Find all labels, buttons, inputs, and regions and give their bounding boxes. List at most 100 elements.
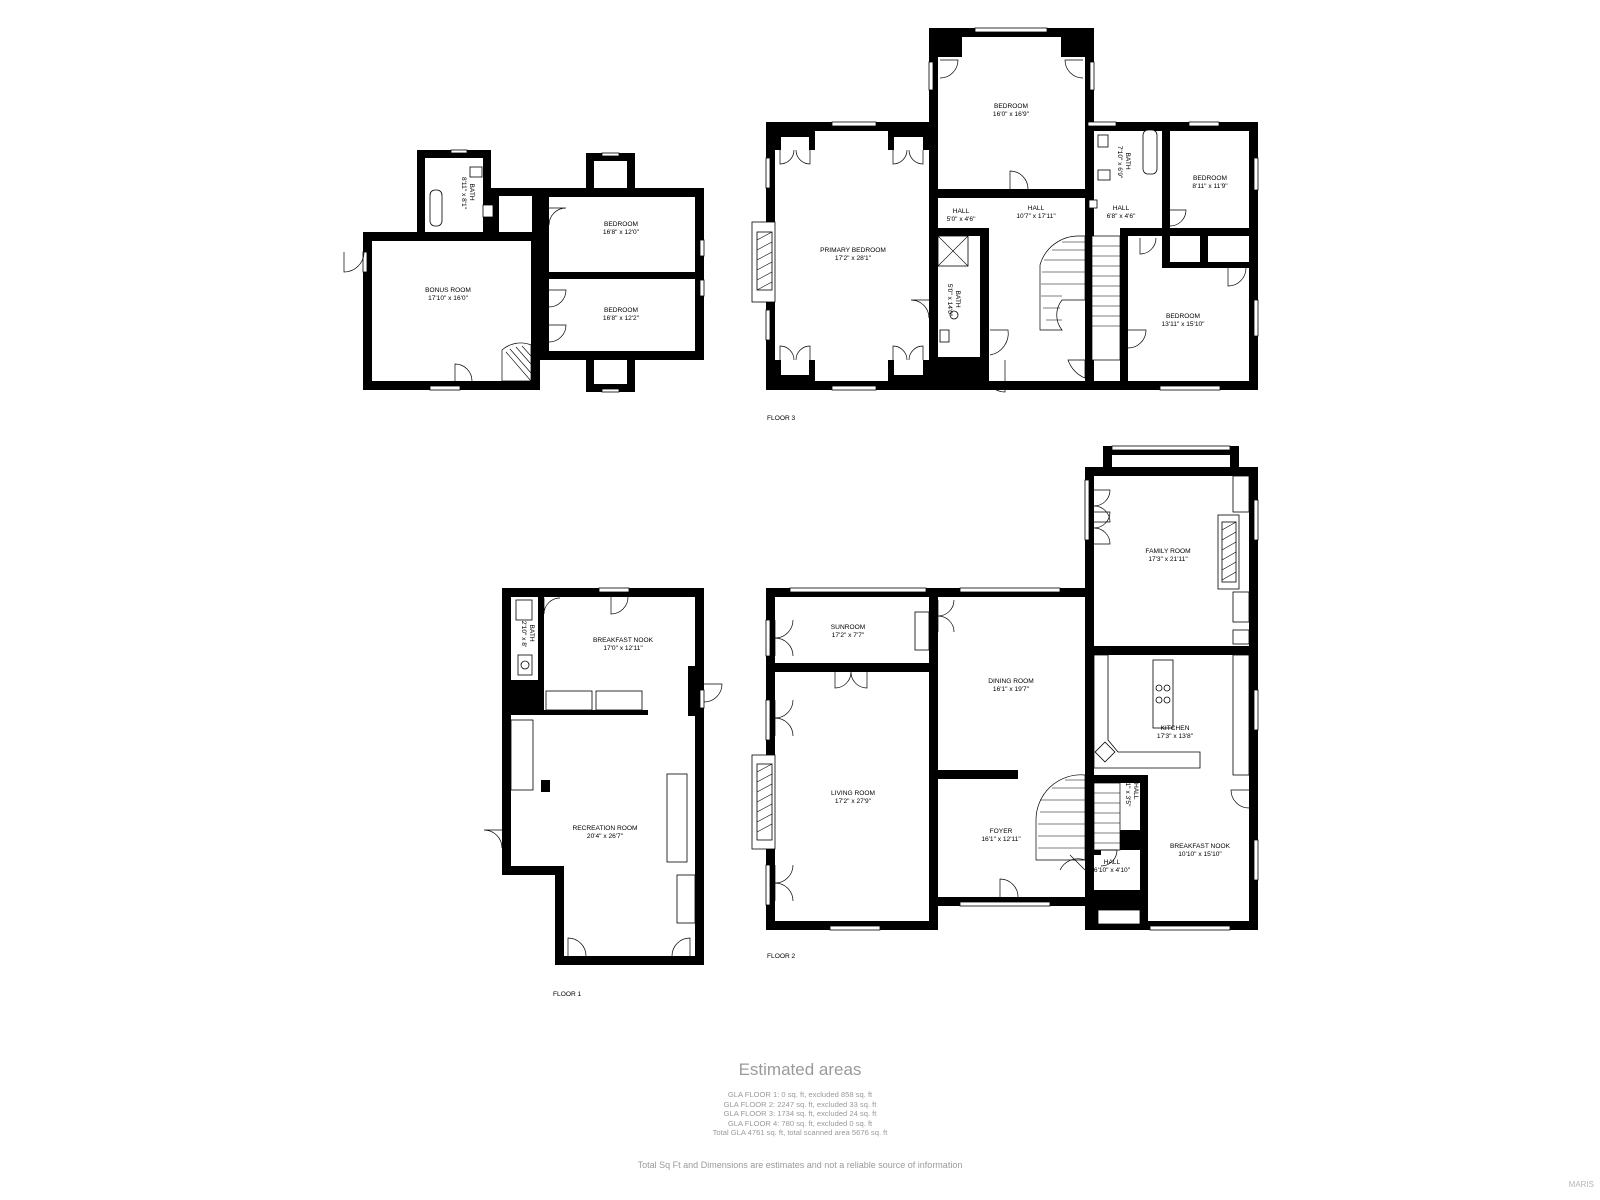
column-icon: [541, 780, 550, 792]
counter-icon: [1232, 654, 1250, 776]
bathtub-icon: [1142, 129, 1158, 175]
room-dims: 5'0" x 14'0": [946, 284, 953, 317]
room-dims: 2'10" x 8': [520, 621, 527, 648]
room-name: HALL: [1104, 859, 1121, 866]
staircase-icon: [1035, 774, 1086, 861]
estimated-areas-title: Estimated areas: [738, 1060, 862, 1079]
door-icon: [892, 345, 924, 361]
staircase-icon: [1091, 235, 1121, 361]
floor-4-bedroom-divider: [540, 272, 704, 279]
floor-3-bay-sw: [775, 360, 815, 381]
floor-label: FLOOR 3: [767, 415, 796, 422]
room-name: BREAKFAST NOOK: [593, 637, 654, 644]
kitchen-island-icon: [1152, 659, 1174, 729]
door-icon: [910, 299, 930, 319]
counter-icon: [510, 719, 534, 791]
room-name: BATH: [468, 184, 475, 201]
room-dims: 20'4" x 26'7": [587, 833, 624, 840]
counter-icon: [545, 690, 593, 711]
room-dims: 6'8" x 4'6": [1107, 213, 1136, 220]
room-name: BEDROOM: [1166, 313, 1200, 320]
door-icon: [937, 599, 955, 633]
door-icon: [984, 360, 1006, 393]
floor-4-plan: BATH 8'11" x 8'1" BEDROOM 16'8" x 12'0" …: [343, 149, 705, 393]
room-name: BEDROOM: [994, 103, 1028, 110]
room-dims: 17'10" x 16'0": [428, 295, 468, 302]
svg-text:BATH 2'10" x 8': BATH 2'10" x 8': [520, 621, 535, 648]
room-dims: 7'10" x 6'9": [1116, 146, 1123, 179]
staircase-icon: [501, 342, 532, 382]
room-dims: 16'8" x 12'0": [603, 229, 640, 236]
gla-floor-4: GLA FLOOR 4: 780 sq. ft, excluded 0 sq. …: [727, 1118, 873, 1128]
svg-text:BATH 7'10" x 6'9": BATH 7'10" x 6'9": [1116, 146, 1131, 179]
room-name: BATH: [1124, 153, 1131, 170]
room-name: HALL: [1113, 205, 1130, 212]
door-icon: [1100, 849, 1118, 867]
room-dims: 8'11" x 11'9": [1192, 183, 1228, 190]
room-name: HALL: [1028, 205, 1045, 212]
gla-floor-2: GLA FLOOR 2: 2247 sq. ft, excluded 33 sq…: [723, 1099, 877, 1109]
floor-3-bay-se: [888, 360, 929, 381]
floor-2-plan: FAMILY ROOM 17'3" x 21'11" SUNROOM 17'2"…: [751, 445, 1259, 960]
room-dims: 17'2" x 7'7": [832, 632, 865, 639]
room-dims: 3'1" x 3'5": [1124, 778, 1131, 807]
shelving-icon: [676, 874, 696, 924]
room-name: HALL: [953, 208, 970, 215]
room-name: BEDROOM: [604, 221, 638, 228]
door-icon: [1127, 329, 1147, 349]
door-icon: [1227, 267, 1247, 287]
staircase-icon: [1039, 235, 1086, 331]
room-dims: 8'11" x 8'1": [460, 177, 467, 210]
floor-3-plan: BEDROOM 16'0" x 16'9" BATH 7'10" x 6'9" …: [751, 27, 1259, 422]
sink-icon: [1097, 134, 1109, 148]
door-icon: [1139, 237, 1157, 255]
room-dims: 17'3" x 13'8": [1157, 733, 1194, 740]
room-name: LIVING ROOM: [831, 790, 875, 797]
floor-4-bay-bottom: [586, 351, 635, 392]
door-icon: [779, 345, 811, 361]
door-icon: [779, 149, 811, 165]
gla-floor-1: GLA FLOOR 1: 0 sq. ft, excluded 858 sq. …: [727, 1090, 873, 1099]
floor-4-bath-walls: [417, 150, 491, 236]
estimated-areas-list: GLA FLOOR 1: 0 sq. ft, excluded 858 sq. …: [0, 1090, 1600, 1138]
brand-watermark: MARIS: [1568, 1180, 1594, 1189]
door-icon: [610, 596, 629, 615]
svg-text:BATH 8'11" x 8'1": BATH 8'11" x 8'1": [460, 177, 475, 210]
room-name: BATH: [954, 291, 961, 308]
door-icon: [774, 699, 794, 737]
door-icon: [483, 829, 503, 849]
svg-text:HALL 3'1" x 3'5": HALL 3'1" x 3'5": [1124, 778, 1139, 807]
room-dims: 10'10" x 15'10": [1178, 851, 1222, 858]
sink-icon: [469, 166, 483, 178]
room-name: RECREATION ROOM: [572, 825, 637, 832]
room-dims: 17'2" x 28'1": [835, 255, 872, 262]
room-name: KITCHEN: [1161, 725, 1190, 732]
floor-2-west-walls: [766, 588, 938, 930]
door-icon: [939, 59, 959, 79]
door-icon: [1059, 854, 1086, 871]
room-name: PRIMARY BEDROOM: [820, 247, 886, 254]
room-dims: 16'0" x 16'9": [993, 111, 1030, 118]
sink-icon: [515, 599, 533, 621]
door-icon: [774, 619, 794, 657]
door-icon: [1093, 489, 1111, 523]
room-name: FOYER: [990, 828, 1013, 835]
floor-label: FLOOR 4: [372, 383, 401, 390]
floor-label: FLOOR 1: [553, 991, 582, 998]
room-dims: 17'0" x 12'11": [603, 645, 643, 652]
toilet-icon: [1097, 169, 1111, 181]
sink-icon: [1094, 741, 1116, 763]
room-name: FAMILY ROOM: [1145, 548, 1190, 555]
toilet-icon: [482, 204, 494, 218]
door-icon: [1093, 511, 1111, 545]
door-icon: [548, 207, 567, 226]
drain-icon: [949, 310, 959, 320]
floor-4-bay-top: [586, 153, 635, 197]
room-name: BATH: [528, 625, 535, 642]
door-icon: [1064, 59, 1084, 79]
room-name: BREAKFAST NOOK: [1170, 843, 1231, 850]
room-name: HALL: [1132, 783, 1139, 800]
floor-4-closet-walls: [491, 188, 540, 236]
door-icon: [999, 878, 1019, 898]
cooktop-icon: [1155, 684, 1163, 692]
